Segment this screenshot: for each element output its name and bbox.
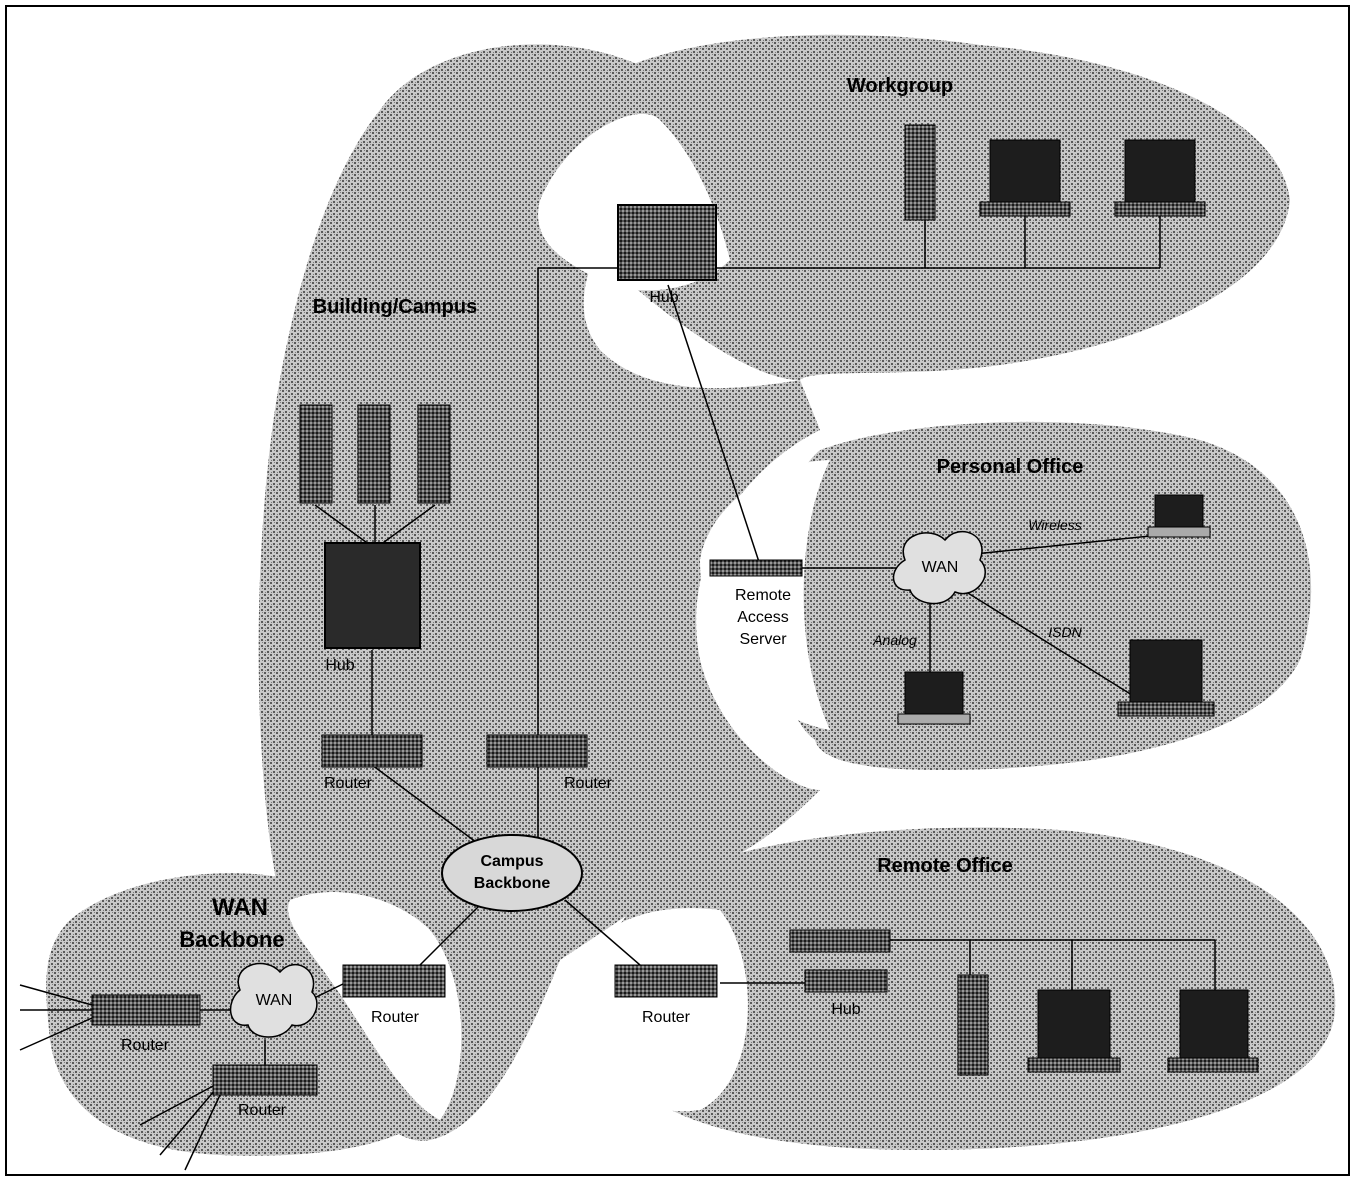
- analog-pc-icon: [898, 672, 970, 724]
- isdn-label: ISDN: [1048, 624, 1082, 640]
- building-server-2-icon: [358, 405, 390, 503]
- campus-backbone-label-1: Campus: [480, 853, 543, 870]
- hub-remote-label: Hub: [831, 1001, 860, 1018]
- router-mid-device: [487, 735, 587, 767]
- remote-server-icon: [958, 975, 988, 1075]
- router-bottom-mid-device: [343, 965, 445, 997]
- router-bottom-right-device: [615, 965, 717, 997]
- laptop-icon: [1148, 495, 1210, 537]
- remote-office-title: Remote Office: [877, 855, 1013, 877]
- building-campus-title: Building/Campus: [313, 296, 477, 318]
- router-left-label: Router: [324, 775, 373, 792]
- router-bottom-right-label: Router: [642, 1009, 691, 1026]
- ras-label-1: Remote: [735, 587, 791, 604]
- campus-backbone-label-2: Backbone: [474, 875, 551, 892]
- router-bottom-mid-label: Router: [371, 1009, 420, 1026]
- building-server-3-icon: [418, 405, 450, 503]
- remote-top-device: [790, 930, 890, 952]
- router-wan-bottom-label: Router: [238, 1102, 287, 1119]
- wan-backbone-title-1: WAN: [212, 894, 268, 921]
- campus-backbone-ellipse: [442, 835, 582, 911]
- hub-left-label: Hub: [325, 657, 354, 674]
- analog-label: Analog: [872, 632, 917, 648]
- router-wan-bottom-device: [213, 1065, 317, 1095]
- workgroup-pc-1-icon: [980, 140, 1070, 216]
- remote-pc-2-icon: [1168, 990, 1258, 1072]
- router-wan-left-device: [92, 995, 200, 1025]
- router-wan-left-label: Router: [121, 1037, 170, 1054]
- ras-label-2: Access: [737, 609, 789, 626]
- personal-office-title: Personal Office: [937, 456, 1084, 478]
- remote-access-server-device: [710, 560, 802, 576]
- hub-top-label: Hub: [649, 289, 678, 306]
- hub-remote-device: [805, 970, 887, 992]
- router-mid-label: Router: [564, 775, 613, 792]
- wireless-label: Wireless: [1028, 517, 1082, 533]
- ras-label-3: Server: [739, 631, 787, 648]
- workgroup-server-icon: [905, 125, 935, 220]
- isdn-pc-icon: [1118, 640, 1214, 716]
- workgroup-title: Workgroup: [847, 75, 953, 97]
- hub-top-device: [618, 205, 716, 280]
- hub-left-device: [325, 543, 420, 648]
- building-server-1-icon: [300, 405, 332, 503]
- workgroup-pc-2-icon: [1115, 140, 1205, 216]
- wan-cloud-personal-label: WAN: [922, 559, 959, 576]
- wan-backbone-title-2: Backbone: [179, 927, 284, 952]
- remote-pc-1-icon: [1028, 990, 1120, 1072]
- router-left-device: [322, 735, 422, 767]
- wan-cloud-backbone-label: WAN: [256, 992, 293, 1009]
